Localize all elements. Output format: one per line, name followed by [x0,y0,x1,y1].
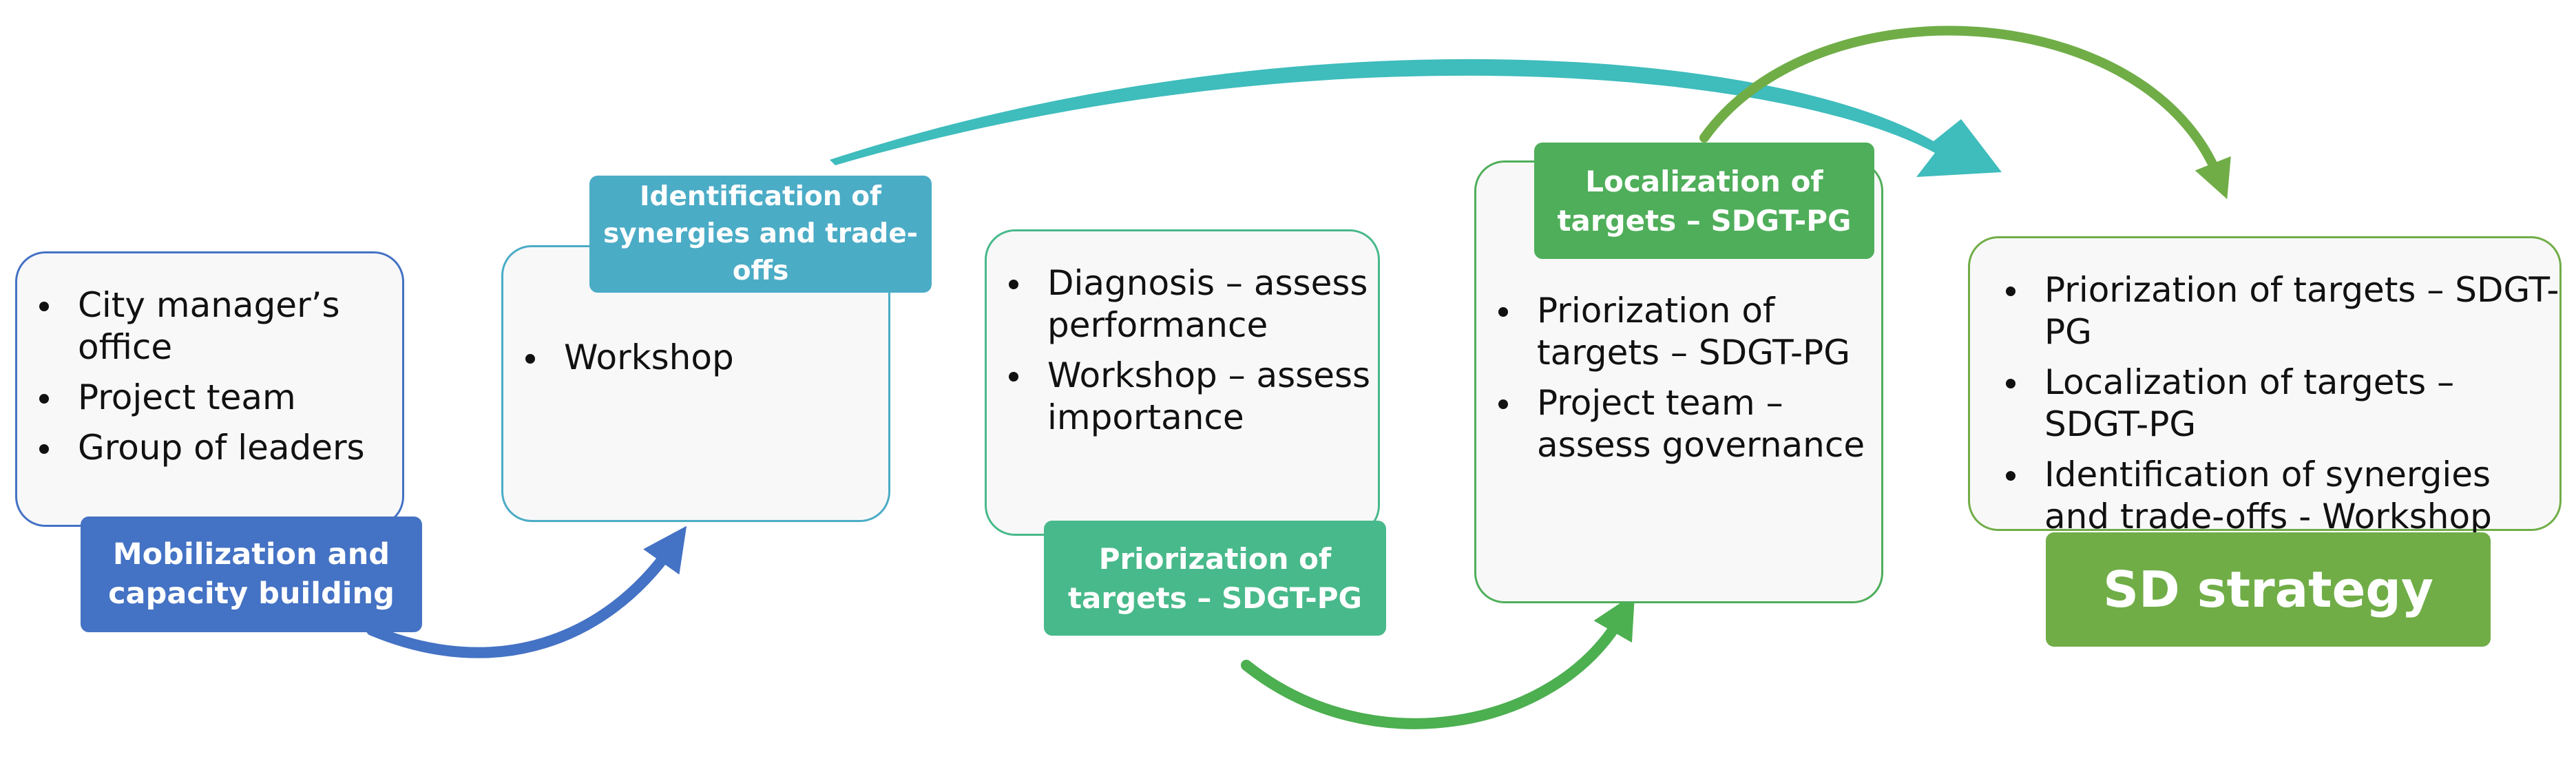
stage-priorization-box: Diagnosis – assess performance Workshop … [985,229,1380,536]
stage-mobilization-label: Mobilization and capacity building [81,517,422,632]
list-item: Identification of synergies and trade-of… [1970,454,2559,538]
stage-synergies-list: Workshop [503,337,888,379]
stage-sd-strategy-box: Priorization of targets – SDGT-PG Locali… [1968,236,2562,536]
list-item: Localization of targets – SDGT-PG [1970,362,2559,446]
stage-sd-strategy-label: SD strategy [2046,532,2491,647]
list-item: Workshop – assess importance [987,355,1378,439]
stage-mobilization-box: City manager’s office Project team Group… [15,251,404,527]
list-item: Workshop [503,337,888,379]
stage-sd-strategy-list: Priorization of targets – SDGT-PG Locali… [1970,269,2559,538]
list-item: Priorization of targets – SDGT-PG [1970,269,2559,353]
stage-localization-label: Localization of targets – SDGT-PG [1534,143,1874,259]
arrow-synergies-to-sd-strategy [830,59,2002,177]
list-item: Project team – assess governance [1476,382,1881,466]
arrow-priorization-to-localization [1241,593,1635,729]
list-item: Priorization of targets – SDGT-PG [1476,290,1881,374]
list-item: City manager’s office [17,284,402,368]
list-item: Group of leaders [17,427,402,469]
stage-synergies-label: Identification of synergies and trade-of… [589,176,932,293]
stage-priorization-list: Diagnosis – assess performance Workshop … [987,262,1378,439]
stage-localization-list: Priorization of targets – SDGT-PG Projec… [1476,290,1881,466]
stage-synergies-box: Workshop [501,245,890,522]
arrow-mobilization-to-synergies [366,525,687,658]
list-item: Project team [17,377,402,419]
list-item: Diagnosis – assess performance [987,262,1378,346]
stage-mobilization-list: City manager’s office Project team Group… [17,284,402,469]
stage-priorization-label: Priorization of targets – SDGT-PG [1044,521,1386,636]
arrow-localization-to-sd-strategy [1699,25,2231,200]
